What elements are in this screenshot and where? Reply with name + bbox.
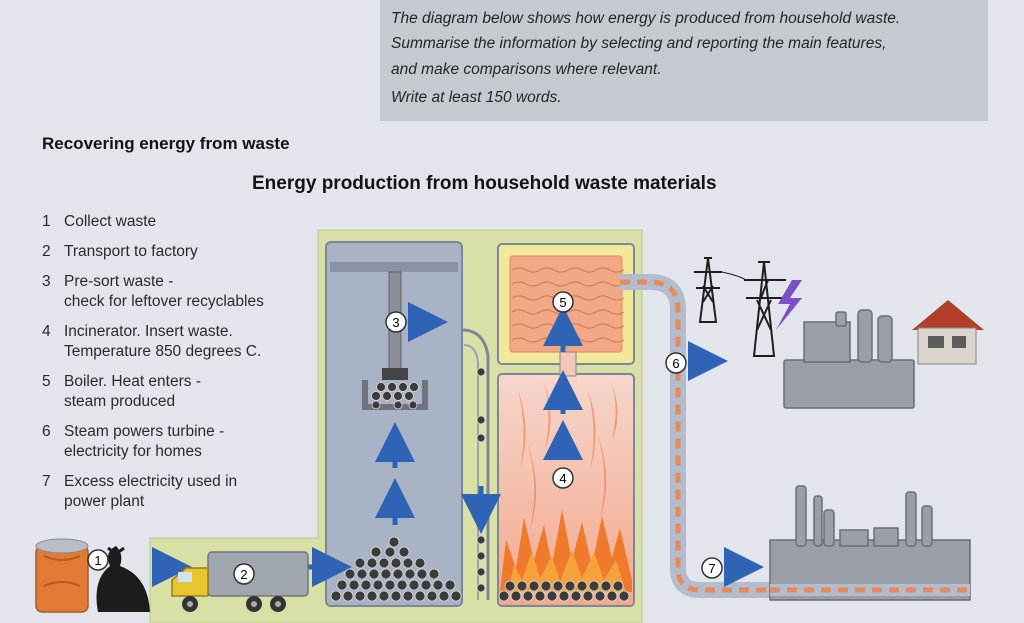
pylon-icon xyxy=(694,257,786,357)
step-marker-5: 5 xyxy=(552,291,574,313)
marker-7-label: 7 xyxy=(708,561,715,576)
step-marker-2: 2 xyxy=(233,563,255,585)
boiler-connector xyxy=(559,351,577,377)
section-title: Recovering energy from waste xyxy=(42,134,290,153)
step-marker-6: 6 xyxy=(665,352,687,374)
feed-chute-inner xyxy=(463,344,479,600)
waste-in-incinerator xyxy=(498,580,630,602)
step-marker-7: 7 xyxy=(701,557,723,579)
step-marker-1: 1 xyxy=(87,549,109,571)
diagram-title: Energy production from household waste m… xyxy=(252,173,717,194)
bin-bag-icon xyxy=(96,546,150,612)
presort-top-bar xyxy=(330,262,458,272)
marker-3-label: 3 xyxy=(392,315,399,330)
prompt-line-2: Summarise the information by selecting a… xyxy=(391,35,887,52)
marker-4-label: 4 xyxy=(559,471,566,486)
prompt-line-3: and make comparisons where relevant. xyxy=(391,61,662,78)
power-station-icon xyxy=(783,309,915,409)
feed-chute xyxy=(461,328,490,600)
waste-can-icon xyxy=(35,538,89,613)
waste-in-chute xyxy=(476,367,486,593)
house-icon xyxy=(912,300,984,365)
step-marker-4: 4 xyxy=(552,467,574,489)
marker-1-label: 1 xyxy=(94,553,101,568)
marker-5-label: 5 xyxy=(559,295,566,310)
flow-arrows xyxy=(152,302,764,587)
waste-pile-presort xyxy=(330,536,462,602)
waste-in-sieve xyxy=(371,382,419,410)
marker-6-label: 6 xyxy=(672,356,679,371)
lightning-icon xyxy=(776,280,802,330)
garbage-truck-icon xyxy=(171,551,309,612)
task-prompt-box: The diagram below shows how energy is pr… xyxy=(380,0,988,121)
marker-2-label: 2 xyxy=(240,567,247,582)
prompt-line-4: Write at least 150 words. xyxy=(391,89,562,106)
step-marker-3: 3 xyxy=(385,311,407,333)
industrial-plant-icon xyxy=(769,485,971,601)
presort-ram-head xyxy=(382,368,408,380)
prompt-line-1: The diagram below shows how energy is pr… xyxy=(391,10,901,27)
